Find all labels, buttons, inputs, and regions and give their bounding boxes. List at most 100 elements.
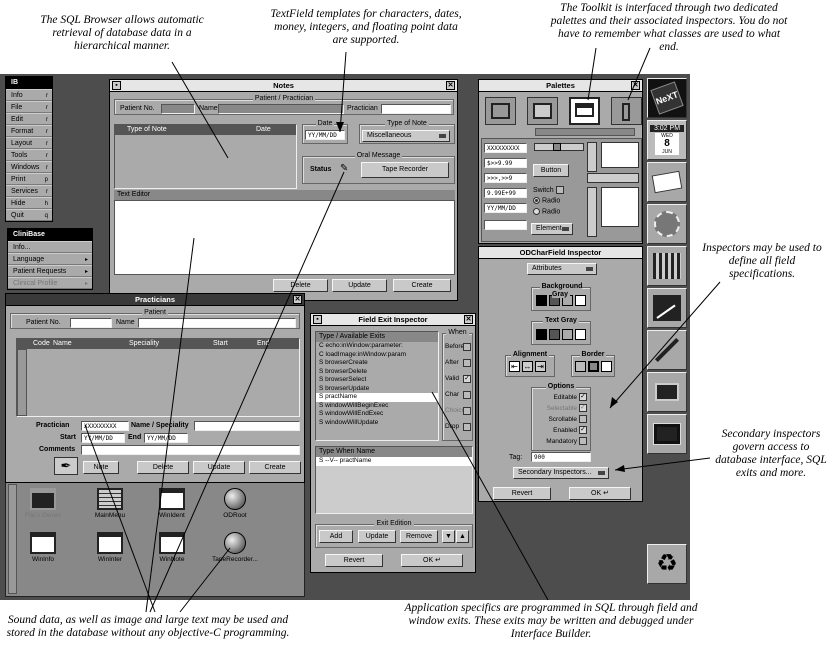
field-exit-revert-button[interactable]: Revert: [325, 554, 383, 567]
exit-list-item[interactable]: C echo:inWindow:parameter:: [319, 342, 403, 349]
exit-list-item[interactable]: S browserSelect: [319, 376, 367, 383]
notes-update-button[interactable]: Update: [332, 279, 387, 292]
palette-textfield-template[interactable]: XXXXXXXXX: [484, 143, 527, 153]
option-mandatory[interactable]: Mandatory: [532, 437, 590, 448]
exit-add-button[interactable]: Add: [319, 530, 353, 543]
end-field[interactable]: YY/MM/DD: [144, 433, 188, 443]
recycler-icon[interactable]: ♻: [647, 544, 687, 584]
checkbox[interactable]: [579, 393, 587, 402]
notes-patient-no-field[interactable]: [161, 104, 195, 114]
clinibase-item-info[interactable]: Info...: [8, 241, 92, 253]
swatch-black[interactable]: [536, 295, 547, 306]
minimize-icon[interactable]: ▪: [313, 315, 322, 324]
type-when-name-list[interactable]: Type When Name S --V-- practName: [315, 446, 473, 514]
palette-switch-label[interactable]: Switch: [533, 186, 564, 194]
inspector-ok-button[interactable]: OK ↵: [569, 487, 631, 500]
inspector-title-bar[interactable]: ODCharField Inspector: [479, 247, 642, 259]
checkbox[interactable]: [463, 375, 471, 383]
checkbox[interactable]: [463, 343, 471, 351]
palette-textfield-template[interactable]: 9.99E+99: [484, 188, 527, 198]
field-exit-ok-button[interactable]: OK ↵: [401, 554, 463, 567]
option-enabled[interactable]: Enabled: [532, 426, 590, 437]
palettes-title-bar[interactable]: Palettes ✕: [479, 80, 642, 92]
notes-practician-field[interactable]: [381, 104, 451, 114]
preferences-icon[interactable]: [647, 204, 687, 244]
controls-palette-icon[interactable]: [527, 97, 558, 125]
clinibase-item-language[interactable]: Language▸: [8, 253, 92, 265]
palette-hscroll-element[interactable]: [587, 173, 639, 183]
minimize-icon[interactable]: ▪: [112, 81, 121, 90]
name-speciality-field[interactable]: [194, 421, 300, 431]
practicians-table[interactable]: Code Name Speciality Start End: [16, 338, 300, 417]
exit-list-item[interactable]: S windowWillEndExec: [319, 410, 384, 417]
interface-builder-icon[interactable]: [647, 288, 687, 328]
available-exits-list[interactable]: Type / Available Exits C echo:inWindow:p…: [315, 331, 439, 441]
swatch-dark-gray[interactable]: [549, 329, 560, 340]
exit-list-item[interactable]: S windowWillUpdate: [319, 418, 379, 426]
windows-palette-icon[interactable]: [569, 97, 600, 125]
align-right-icon[interactable]: ⇥: [535, 361, 546, 372]
palette-empty-field[interactable]: [484, 220, 527, 230]
palette-scroller-element[interactable]: [587, 142, 597, 172]
shelf-item-file-s-owner[interactable]: File's Owner: [18, 488, 68, 519]
slider-element[interactable]: [534, 143, 584, 151]
practicians-delete-button[interactable]: Delete: [137, 461, 189, 474]
when-option-choice[interactable]: Choice: [443, 406, 472, 422]
checkbox[interactable]: [579, 437, 587, 446]
palette-vscroll-element[interactable]: [587, 187, 597, 237]
workstation-icon[interactable]: [647, 372, 687, 412]
exit-remove-button[interactable]: Remove: [400, 530, 438, 543]
exit-list-item[interactable]: S browserDelete: [319, 367, 368, 375]
palette-textarea-element[interactable]: [601, 142, 639, 168]
mail-icon[interactable]: [647, 162, 687, 202]
palette-textfield-template[interactable]: YY/MM/DD: [484, 203, 527, 213]
text-editor-area[interactable]: [114, 200, 455, 275]
palette-radio-1[interactable]: Radio: [533, 197, 560, 204]
shelf-item-odroot[interactable]: ODRoot: [210, 488, 260, 519]
move-up-icon[interactable]: ▲: [456, 530, 469, 543]
when-option-after[interactable]: After: [443, 358, 472, 374]
pencil-icon[interactable]: [647, 330, 687, 370]
database-palette-icon[interactable]: [611, 97, 642, 125]
views-palette-icon[interactable]: [485, 97, 516, 125]
border-line-icon[interactable]: [588, 361, 599, 372]
checkbox[interactable]: [463, 359, 471, 367]
move-down-icon[interactable]: ▼: [442, 530, 455, 543]
notes-type-list[interactable]: Type of Note Date: [114, 124, 297, 189]
practicians-update-button[interactable]: Update: [193, 461, 245, 474]
practicians-create-button[interactable]: Create: [249, 461, 301, 474]
when-option-valid[interactable]: Valid: [443, 374, 472, 390]
shelf-item-mainmenu[interactable]: MainMenu: [85, 488, 135, 519]
field-exit-title-bar[interactable]: ▪ Field Exit Inspector ✕: [311, 314, 475, 326]
swatch-white[interactable]: [575, 295, 586, 306]
close-icon[interactable]: ✕: [293, 295, 302, 304]
align-center-icon[interactable]: ↔: [522, 361, 533, 372]
notes-create-button[interactable]: Create: [393, 279, 451, 292]
clinibase-item-clinical-profile[interactable]: Clinical Profile▸: [8, 277, 92, 289]
palette-textfield-template[interactable]: >>>,>>9: [484, 173, 527, 183]
option-selectable[interactable]: Selectable: [532, 404, 590, 415]
pen-icon[interactable]: ✒: [54, 457, 78, 475]
palette-element-popup[interactable]: Element: [531, 223, 573, 235]
exit-list-item[interactable]: S practName: [316, 393, 438, 402]
when-option-drop[interactable]: Drop: [443, 422, 472, 438]
file-window-scrollbar[interactable]: [8, 484, 17, 594]
notes-title-bar[interactable]: ▪ Notes ✕: [110, 80, 457, 92]
border-none-icon[interactable]: [575, 361, 586, 372]
practicians-scrollbar[interactable]: [17, 349, 27, 416]
palette-radio-2[interactable]: Radio: [533, 208, 560, 215]
swatch-light-gray[interactable]: [562, 329, 573, 340]
close-icon[interactable]: ✕: [446, 81, 455, 90]
close-icon[interactable]: ✕: [464, 315, 473, 324]
palette-button-element[interactable]: Button: [533, 164, 569, 177]
